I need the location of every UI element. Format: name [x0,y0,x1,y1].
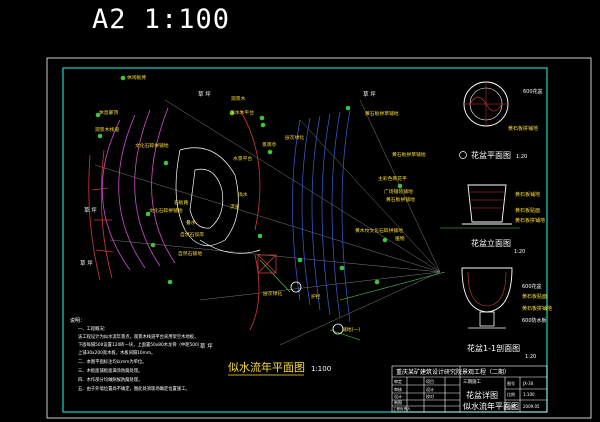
title-block-project: 重庆某矿建筑设计研究院景观工程（二期） [396,368,510,376]
plan-callout-label: 主彩色商花平 [378,175,407,182]
plan-callout-label: 观景木 [231,95,246,102]
plan-title: 似水流年平面图 [228,360,305,374]
lawn-label: 草 坪 [200,342,213,350]
notes-line: 二、本图平面标注均以mm为单位。 [78,358,147,365]
notes-line: 三、木板面铺板面满涂防腐处理。 [78,367,142,374]
plan-callout-label: 景观亭 [262,141,277,148]
plan-callout-label: 层次绿化 [285,134,304,141]
plan-callout-label: 休息廊顶 [99,109,118,116]
plan-callout-label: 层次绿化 [263,290,282,297]
pot-section-scale: 1:20 [525,354,536,360]
title-row-left: 审核 [394,386,402,392]
title-value-right: 2009.05 [523,404,540,409]
lawn-label: 草 坪 [198,90,211,98]
plan-callout-label: 黄木纹文化石碎拼铺地 [355,227,403,234]
title-row-mid: 设计 [426,386,434,392]
section-marks [290,281,344,335]
inner-frame [62,67,548,413]
plan-callout-label: 石板路 [174,199,189,206]
pot-elev-label-2: 黄石板贴面 [515,207,540,214]
pot-elev-label-1: 黄石板铺地 [515,191,540,198]
pot-plan-detail [463,81,509,127]
notes-line: 一、工程概况： [78,325,108,332]
notes-line: 五、由于外墙位置尚不确定，图此处须现场确定位置施工。 [78,385,190,392]
notes-line: 上铺30x200宽木板，木板间隔10mm。 [78,349,155,356]
plan-callout-label: 流泉 [230,203,240,210]
title-row-right: 日期 [507,403,515,409]
tree-markers [95,75,403,285]
title-row-left: 工程负责人 [393,406,411,411]
plan-callout-label: 黄石板拼铺地 [386,196,415,203]
lawn-label: 草 坪 [84,206,97,214]
plan-callout-label: 文化石碎拼铺地 [135,142,169,149]
plan-scale: 1:100 [311,365,331,373]
plan-callout-label: 自然石铺地 [178,250,202,257]
pot-plan-scale: 1:20 [516,154,527,160]
title-value-right: JX-30 [522,381,534,386]
plan-callout-labels: 休闲板凳休息廊顶观景木栈道观景木滨水木平台文化石碎拼铺地文化石碎拼铺地石板路自然… [95,74,426,333]
general-notes: 说明： 一、工程概况： 该工程设计为似水流年景点，观景木栈道平台采用架空木地板，… [70,317,204,392]
plan-callout-label: 文化石碎拼铺地 [149,207,183,214]
pot-section-detail [461,267,513,329]
plan-callout-label: 护栏 [311,293,321,300]
pot-section-label-4: 600防水板 [522,317,547,324]
title-row-mid: 校对 [426,393,434,399]
plan-callout-label: 植物 [395,235,405,242]
sheet-title: A2 1:100 [92,4,231,35]
plan-callout-label: 铺地(一) [342,326,360,333]
notes-line: 四、木作部分均做耐候防腐处理。 [78,376,142,383]
drawing-title-2: 似水流年平面图 [463,401,519,411]
pot-elevation-detail [440,184,520,229]
notes-line: 下面每隔500设置120砖一块，上面置50x80木龙骨（中距500）， [78,341,204,348]
title-block [391,365,548,413]
title-value-right: 1:100 [523,392,535,397]
notes-line: 该工程设计为似水流年景点，观景木栈道平台采用架空木地板， [78,333,198,340]
fan-grid-lines [94,99,441,346]
pot-section-label-1: 600花盆 [522,283,542,290]
title-block-stage: 三期施工 [463,378,481,385]
plan-callout-label: 广场铺装铺地 [384,188,413,195]
lawn-label: 草 坪 [80,259,93,267]
plan-callout-label: 叠水 [186,219,196,226]
title-row-left: 设计 [394,393,402,399]
lawn-label: 草 坪 [363,90,376,98]
pot-section-label-2: 黄石板贴面 [522,293,547,300]
title-row-mid: 项目 [426,378,434,384]
pot-plan-title: 花盆平面图 [471,150,511,160]
outer-frame [46,57,592,419]
title-row-right: 比例 [507,391,515,397]
dimension-lines [259,259,446,341]
red-outlines [88,109,261,331]
pot-elev-label-3: 黄石板拼铺地 [515,217,545,224]
arc-paving [292,109,351,323]
center-marker [257,254,277,274]
plan-callout-label: 休闲板凳 [127,74,146,81]
water-feature [175,147,261,254]
notes-heading: 说明： [70,317,85,324]
arc-boardwalk-edge [101,107,176,271]
title-row-right: 图号 [507,380,515,386]
plan-callout-label: 水景平台 [233,155,252,162]
pot-plan-label-1: 600花盆 [523,88,543,95]
plan-callout-label: 黄石板拼草铺地 [365,110,399,117]
pot-section-label-3: 黄石板拼铺地 [522,305,552,312]
pot-plan-label-2: 黄石板拼铺地 [508,125,538,132]
plan-callout-label: 自然石驳岸 [180,231,204,238]
title-row-left: 审定 [394,378,402,384]
plan-callout-label: 黄石板拼草铺地 [392,151,426,158]
site-plan [88,75,446,346]
pot-section-title: 花盆1-1剖面图 [467,343,520,353]
plan-callout-label: 观景木栈道 [95,126,119,133]
pot-elev-title: 花盆立面图 [471,238,511,248]
title-row-left: 制图 [394,399,402,405]
pot-elev-scale: 1:20 [514,249,525,255]
plan-callout-label: 滨水木平台 [230,109,254,116]
plan-callout-label: 浅水 [238,191,248,198]
lawn-labels: 草 坪草 坪草 坪草 坪草 坪 [80,90,376,350]
drawing-title-1: 花盆详图 [466,390,498,400]
